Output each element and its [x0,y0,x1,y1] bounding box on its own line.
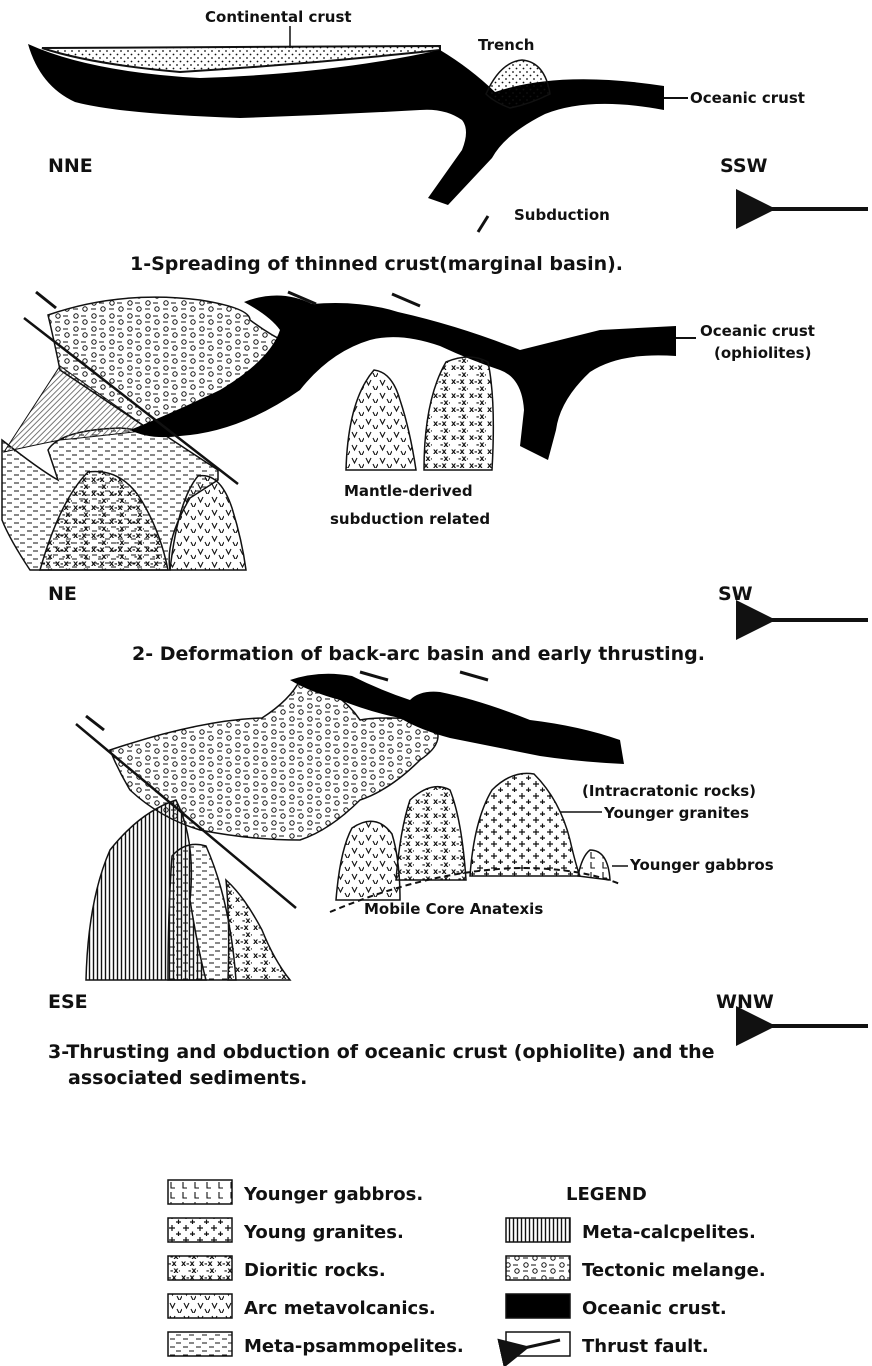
thrust-arrow-5 [460,672,488,680]
legend-label: Meta-calcpelites. [582,1222,756,1243]
thrust-arrow-4 [360,672,388,680]
oceanic-crust-label: Oceanic crust [690,89,805,107]
legend-item-meta-calcpelites: Meta-calcpelites. [506,1218,756,1243]
trench-label: Trench [478,36,534,54]
legend-item-dioritic-rocks: Dioritic rocks. [168,1256,386,1281]
direction-right: SSW [720,155,768,177]
legend-item-younger-gabbros: Younger gabbros. [168,1180,423,1205]
subduction-arrow [478,216,488,232]
subduction-related-label: subduction related [330,510,490,528]
caption: 1-Spreading of thinned crust(marginal ba… [130,253,623,275]
direction-left-3: ESE [48,991,88,1013]
oceanic-crust-swatch-icon [506,1294,570,1318]
dioritic-dome-3 [396,787,466,880]
intracratonic-label: (Intracratonic rocks) [582,782,756,800]
legend-item-oceanic-crust: Oceanic crust. [506,1294,727,1319]
panel-3: (Intracratonic rocks) Younger granites Y… [48,672,868,1089]
younger-gabbros-label: Younger gabbros [629,856,774,874]
legend-label: Dioritic rocks. [244,1260,386,1281]
legend-label: Arc metavolcanics. [244,1298,436,1319]
psammopelite-pattern-icon [168,1332,232,1356]
arc-metavolcanics-dome-1 [346,370,416,470]
legend-label: Thrust fault. [582,1336,709,1357]
legend-item-meta-psammopelites: Meta-psammopelites. [168,1332,464,1357]
ophiolites-label: (ophiolites) [714,344,811,362]
legend-item-young-granites: Young granites. [168,1218,404,1243]
panel-2: Oceanic crust (ophiolites) Mantle-derive… [2,292,868,665]
caption-2: 2- Deformation of back-arc basin and ear… [132,643,705,665]
diorite-pattern-icon [168,1256,232,1280]
direction-right-2: SW [718,583,753,605]
thrust-arrow-3 [392,294,420,306]
oceanic-crust-label-2: Oceanic crust [700,322,815,340]
legend: LEGEND Younger gabbros. Young granites. … [168,1180,766,1357]
legend-label: Young granites. [243,1222,404,1243]
legend-item-arc-metavolcanics: Arc metavolcanics. [168,1294,436,1319]
direction-left: NNE [48,155,93,177]
meta-psammopelite-body-3 [168,844,236,980]
legend-title: LEGEND [566,1184,647,1205]
melange-pattern-icon [506,1256,570,1280]
arc-metavolcanics-dome-3 [336,821,400,900]
panel-1: Continental crust Trench Oceanic crust S… [28,8,868,275]
legend-label: Younger gabbros. [243,1184,423,1205]
gabbro-pattern-icon [168,1180,232,1204]
legend-label: Meta-psammopelites. [244,1336,464,1357]
caption-3-line-1: 3-Thrusting and obduction of oceanic cru… [48,1041,715,1063]
younger-granites-label: Younger granites [603,804,749,822]
legend-label: Oceanic crust. [582,1298,727,1319]
legend-item-thrust-fault: Thrust fault. [506,1332,709,1357]
mobile-core-label: Mobile Core Anatexis [364,900,543,918]
legend-item-tectonic-melange: Tectonic melange. [506,1256,766,1281]
metavolcanic-pattern-icon [168,1294,232,1318]
thrust-fault-arrow-3 [86,716,104,730]
continental-crust-label: Continental crust [205,8,352,26]
oceanic-crust-panel1 [28,44,664,205]
calcpelite-pattern-icon [506,1218,570,1242]
younger-granites-dome [470,773,580,876]
caption-3-line-2: associated sediments. [68,1067,307,1089]
subduction-label: Subduction [514,206,610,224]
thrust-fault-arrow [36,292,56,308]
dioritic-dome-1 [424,357,493,470]
granite-pattern-icon [168,1218,232,1242]
direction-right-3: WNW [716,991,774,1013]
legend-label: Tectonic melange. [582,1260,766,1281]
mantle-derived-label: Mantle-derived [344,482,473,500]
direction-left-2: NE [48,583,77,605]
